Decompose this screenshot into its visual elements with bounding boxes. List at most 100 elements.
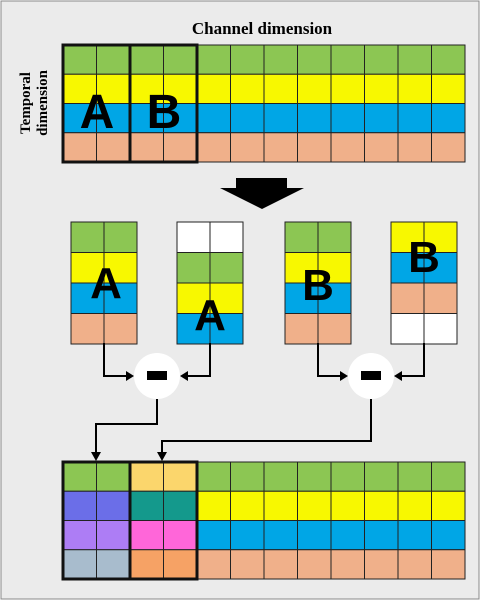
grid-cell xyxy=(70,313,105,345)
grid-cell xyxy=(62,520,97,551)
grid-cell xyxy=(397,490,432,521)
grid-cell xyxy=(129,132,164,163)
grid-cell xyxy=(263,461,298,492)
grid-cell xyxy=(163,520,198,551)
grid-cell xyxy=(163,490,198,521)
group-a-letter: A xyxy=(80,86,115,139)
grid-cell xyxy=(431,73,466,104)
connector-b-left xyxy=(317,343,342,377)
temporal-dimension-label: Temporal dimension xyxy=(18,69,51,136)
grid-cell xyxy=(62,44,97,75)
grid-cell xyxy=(196,520,231,551)
grid-cell xyxy=(196,44,231,75)
grid-cell xyxy=(397,44,432,75)
grid-cell xyxy=(62,461,97,492)
grid-cell xyxy=(330,520,365,551)
grid-cell xyxy=(364,461,399,492)
grid-cell xyxy=(230,549,265,580)
grid-cell xyxy=(364,132,399,163)
grid-cell xyxy=(297,44,332,75)
grid-cell xyxy=(62,549,97,580)
grid-cell xyxy=(431,44,466,75)
block-a-original-letter: A xyxy=(90,259,122,308)
arrowhead-icon xyxy=(91,452,101,461)
grid-cell xyxy=(103,221,138,253)
grid-cell xyxy=(96,44,131,75)
arrowhead-icon xyxy=(180,371,188,381)
grid-cell xyxy=(176,221,211,253)
shifted-blocks xyxy=(70,221,458,345)
grid-cell xyxy=(129,549,164,580)
grid-cell xyxy=(103,313,138,345)
grid-cell xyxy=(423,221,458,253)
grid-cell xyxy=(103,282,138,314)
grid-cell xyxy=(196,73,231,104)
output-group-b-frame xyxy=(128,460,199,581)
grid-cell xyxy=(263,490,298,521)
grid-cell xyxy=(297,461,332,492)
grid-cell xyxy=(70,282,105,314)
connector-b-down xyxy=(161,399,372,453)
connector-lines xyxy=(95,343,425,453)
grid-cell xyxy=(431,549,466,580)
arrowhead-icon xyxy=(340,371,348,381)
grid-cell xyxy=(230,132,265,163)
grid-cell xyxy=(209,282,244,314)
grid-cell xyxy=(70,221,105,253)
grid-cell xyxy=(317,313,352,345)
grid-cell xyxy=(297,490,332,521)
grid-cell xyxy=(297,520,332,551)
grid-cell xyxy=(423,282,458,314)
grid-cell xyxy=(431,132,466,163)
grid-cell xyxy=(330,461,365,492)
grid-cell xyxy=(196,132,231,163)
grid-cell xyxy=(230,520,265,551)
grid-cell xyxy=(209,313,244,345)
grid-cell xyxy=(431,103,466,134)
grid-cell xyxy=(423,252,458,284)
grid-cell xyxy=(297,549,332,580)
grid-cell xyxy=(431,490,466,521)
grid-cell xyxy=(62,73,97,104)
grid-cell xyxy=(330,103,365,134)
grid-cell xyxy=(129,520,164,551)
grid-cell xyxy=(364,73,399,104)
grid-cell xyxy=(330,73,365,104)
grid-cell xyxy=(431,520,466,551)
grid-cell xyxy=(163,44,198,75)
grid-cell xyxy=(364,549,399,580)
grid-cell xyxy=(129,490,164,521)
output-feature-grid xyxy=(62,461,466,580)
grid-cell xyxy=(96,490,131,521)
grid-cell xyxy=(176,252,211,284)
grid-cell xyxy=(364,520,399,551)
grid-cell xyxy=(364,44,399,75)
grid-cell xyxy=(96,520,131,551)
grid-cell xyxy=(297,73,332,104)
grid-cell xyxy=(230,103,265,134)
grid-cell xyxy=(196,549,231,580)
grid-cell xyxy=(70,252,105,284)
grid-cell xyxy=(62,490,97,521)
grid-cell xyxy=(397,73,432,104)
group-b-letter: B xyxy=(147,86,182,139)
grid-cell xyxy=(317,221,352,253)
connector-a-left xyxy=(103,343,128,377)
grid-cell xyxy=(330,549,365,580)
grid-cell xyxy=(284,282,319,314)
grid-cell xyxy=(263,73,298,104)
grid-cell xyxy=(397,520,432,551)
temporal-label-line1: Temporal xyxy=(18,72,34,134)
grid-cell xyxy=(297,103,332,134)
grid-cell xyxy=(390,282,425,314)
grid-cell xyxy=(397,103,432,134)
grid-cell xyxy=(431,461,466,492)
grid-cell xyxy=(317,282,352,314)
grid-cell xyxy=(397,132,432,163)
grid-cell xyxy=(230,73,265,104)
grid-cell xyxy=(263,103,298,134)
connector-a-down xyxy=(95,399,158,453)
grid-cell xyxy=(129,44,164,75)
connector-a-right xyxy=(186,343,211,377)
